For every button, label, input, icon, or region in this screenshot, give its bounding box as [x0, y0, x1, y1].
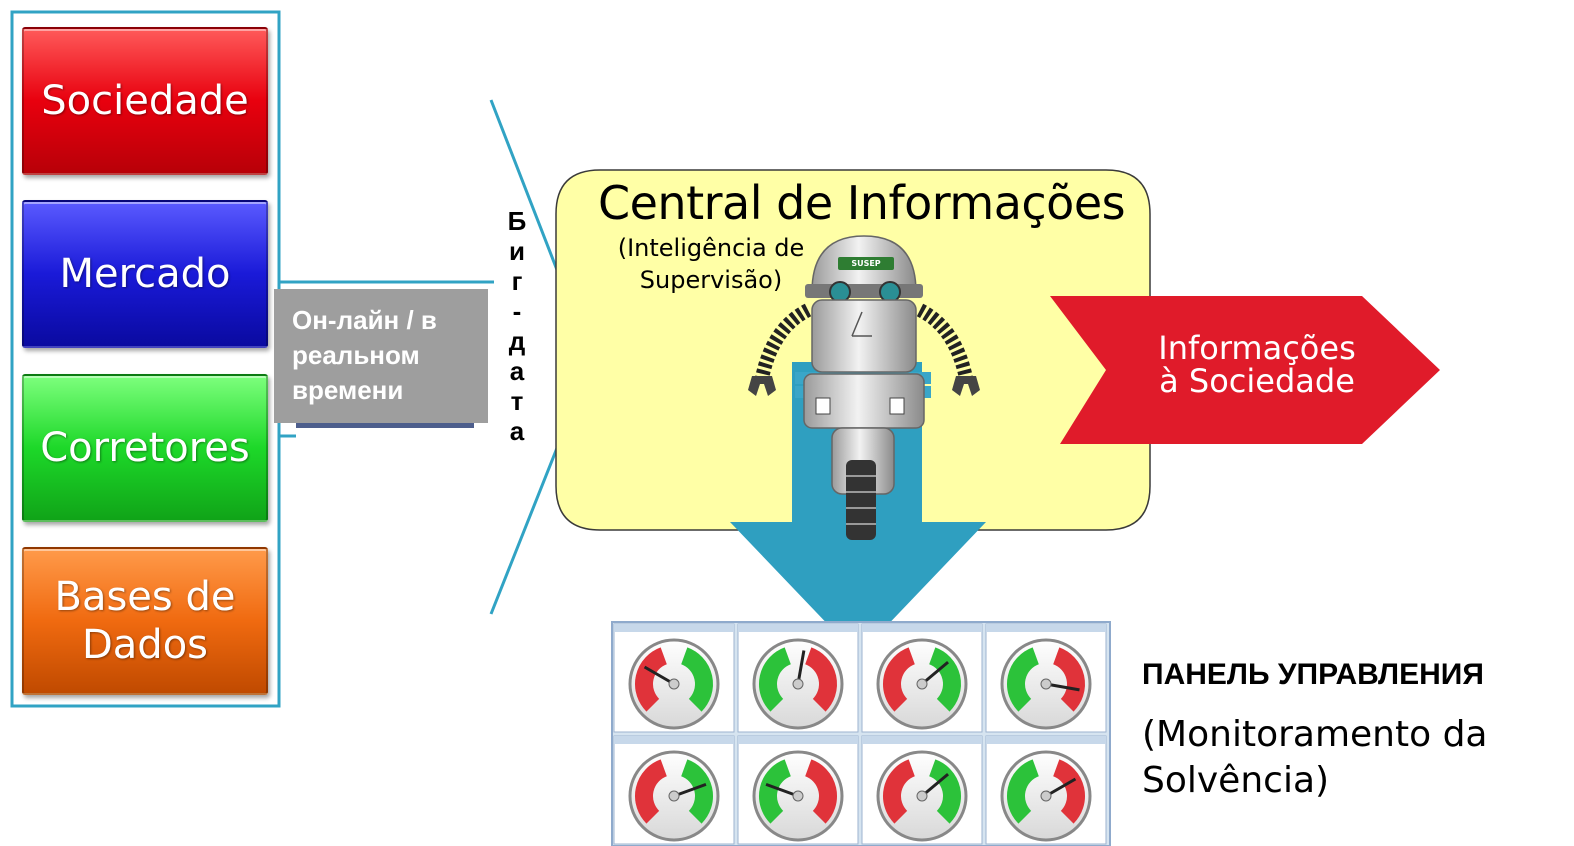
online-label: Он-лайн / в реальном времени [274, 289, 488, 423]
gauge-tile [861, 735, 983, 845]
central-title: Central de Informações [598, 176, 1126, 230]
bigdata-letter: д [508, 326, 526, 356]
source-sociedade-label: Sociedade [41, 78, 249, 124]
source-corretores-label: Corretores [40, 425, 250, 471]
bigdata-letter: - [512, 296, 522, 326]
source-mercado: Mercado [22, 200, 268, 348]
bigdata-letter: и [509, 236, 525, 266]
online-line-1: Он-лайн / в [292, 305, 437, 335]
dashboard-gauges [613, 623, 1107, 845]
painel-title: ПАНЕЛЬ УПРАВЛЕНИЯ [1142, 658, 1484, 691]
info-line-2: à Sociedade [1159, 362, 1355, 400]
painel-subtitle: (Monitoramento da Solvência) [1142, 712, 1562, 804]
gauge-tile [737, 623, 859, 733]
info-arrow [1050, 296, 1440, 444]
gauge-tile [613, 623, 735, 733]
central-subtitle-line-2: Supervisão) [639, 266, 783, 294]
info-line-1: Informações [1158, 329, 1356, 367]
info-label: Informações à Sociedade [1112, 332, 1402, 398]
online-line-2: реальном [292, 340, 420, 370]
source-sociedade: Sociedade [22, 27, 268, 175]
bigdata-letter: т [510, 386, 524, 416]
central-subtitle-line-1: (Inteligência de [617, 234, 805, 262]
gauge-tile [861, 623, 983, 733]
bigdata-label: Б и г - д а т а [494, 206, 540, 516]
painel-subtitle-line-2: Solvência) [1142, 760, 1330, 801]
robot-badge: SUSEP [838, 257, 894, 270]
painel-subtitle-line-1: (Monitoramento da [1142, 714, 1488, 755]
online-line-3: времени [292, 375, 404, 405]
robot-icon [748, 235, 980, 540]
source-bases-de-dados: Bases de Dados [22, 547, 268, 695]
gauge-tile [985, 623, 1107, 733]
bigdata-letter: г [511, 266, 523, 296]
gauge-tile [737, 735, 859, 845]
source-bases-de-dados-label: Bases de Dados [54, 574, 236, 668]
gauge-tile [985, 735, 1107, 845]
source-corretores: Corretores [22, 374, 268, 522]
bigdata-letter: а [509, 416, 525, 446]
bigdata-letter: Б [507, 206, 527, 236]
gauge-tile [613, 735, 735, 845]
bigdata-letter: а [509, 356, 525, 386]
source-mercado-label: Mercado [59, 251, 231, 297]
central-subtitle: (Inteligência de Supervisão) [596, 232, 826, 296]
